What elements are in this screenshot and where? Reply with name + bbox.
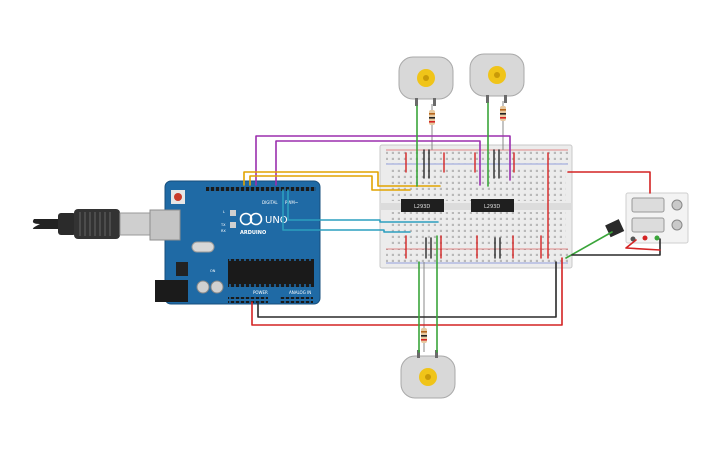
arduino-brand-label: ARDUINO bbox=[240, 230, 266, 236]
wire-purple-1[interactable] bbox=[255, 135, 511, 186]
wire-orange-2[interactable] bbox=[249, 175, 411, 191]
wires bbox=[243, 102, 661, 353]
wire-purple-2[interactable] bbox=[275, 140, 481, 186]
wire-switch-red[interactable] bbox=[625, 239, 661, 251]
power-header bbox=[228, 297, 268, 303]
arduino-model-label: UNO bbox=[265, 215, 288, 226]
on-led-label: ON bbox=[210, 269, 216, 273]
analog-header-label: ANALOG IN bbox=[289, 290, 311, 295]
power-header-label: POWER bbox=[253, 290, 268, 295]
driver-2-label: L293D bbox=[484, 204, 500, 210]
wire-orange-1[interactable] bbox=[243, 171, 441, 187]
battery-pack[interactable] bbox=[625, 192, 689, 244]
wire-battery-red[interactable] bbox=[567, 171, 651, 194]
wire-cyan-1[interactable] bbox=[287, 189, 439, 223]
wire-5v-red[interactable] bbox=[251, 257, 563, 326]
digital-header-label: DIGITAL bbox=[262, 200, 278, 205]
digital-header bbox=[206, 185, 316, 192]
wire-gnd-black[interactable] bbox=[257, 261, 557, 318]
motor-driver-1[interactable]: L293D bbox=[401, 199, 444, 212]
analog-header bbox=[280, 297, 313, 303]
dc-motor-3[interactable] bbox=[400, 350, 456, 399]
dc-motor-2[interactable] bbox=[469, 53, 525, 103]
driver-1-label: L293D bbox=[414, 204, 430, 210]
motor-driver-2[interactable]: L293D bbox=[471, 199, 514, 212]
reset-button[interactable] bbox=[174, 193, 182, 201]
atmega-chip bbox=[228, 261, 314, 284]
pwm-header-label: PWM~ bbox=[285, 200, 298, 205]
tx-label: TX bbox=[220, 223, 226, 227]
l-led-label: L bbox=[223, 210, 225, 214]
wire-battery-black[interactable] bbox=[571, 238, 661, 256]
resistor-2[interactable] bbox=[500, 101, 506, 150]
wire-cyan-2[interactable] bbox=[282, 189, 411, 233]
rx-label: RX bbox=[221, 229, 226, 233]
usb-cable bbox=[32, 209, 151, 239]
breadboard[interactable]: L293D L293D bbox=[379, 144, 573, 269]
resistor-1[interactable] bbox=[429, 104, 435, 150]
arduino-logo-icon bbox=[239, 212, 263, 226]
dc-motor-1[interactable] bbox=[398, 56, 454, 106]
resistor-3[interactable] bbox=[421, 262, 427, 352]
wire-switch-green[interactable] bbox=[565, 231, 613, 259]
arduino-uno-board[interactable]: ARDUINO UNO DIGITAL PWM~ POWER ANALOG IN… bbox=[149, 180, 321, 305]
